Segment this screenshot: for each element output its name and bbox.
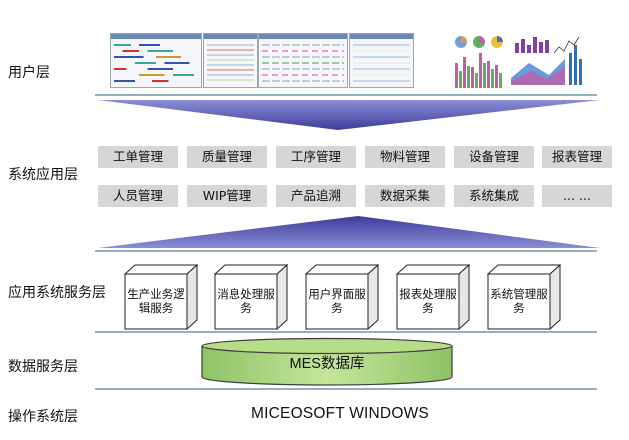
service-system-mgmt: 系统管理服务 <box>487 264 561 330</box>
screenshot-grid <box>258 33 348 88</box>
service-label: 报表处理服务 <box>399 287 457 315</box>
service-report: 报表处理服务 <box>396 264 470 330</box>
service-label: 系统管理服务 <box>490 287 548 315</box>
module-more: ... ... <box>542 185 612 207</box>
service-label: 消息处理服务 <box>217 287 275 315</box>
screenshot-gantt <box>110 33 202 88</box>
screenshot-charts <box>449 33 584 91</box>
layer-label-service: 应用系统服务层 <box>8 285 106 301</box>
module-wip: WIP管理 <box>187 185 267 207</box>
service-message: 消息处理服务 <box>214 264 288 330</box>
service-ui: 用户界面服务 <box>305 264 379 330</box>
divider-service <box>95 331 597 333</box>
service-label: 生产业务逻辑服务 <box>127 287 185 315</box>
layer-label-user: 用户层 <box>8 65 50 81</box>
screenshot-table <box>349 33 414 88</box>
module-quality: 质量管理 <box>187 146 267 168</box>
layer-label-app: 系统应用层 <box>8 167 78 183</box>
service-label: 用户界面服务 <box>308 287 366 315</box>
layer-label-os: 操作系统层 <box>8 409 78 425</box>
database-label: MES数据库 <box>289 356 365 372</box>
module-equipment: 设备管理 <box>454 146 534 168</box>
os-label: MICEOSOFT WINDOWS <box>251 405 429 422</box>
module-personnel: 人员管理 <box>98 185 178 207</box>
down-arrow-triangle <box>98 100 600 130</box>
module-material: 物料管理 <box>365 146 445 168</box>
divider-data <box>95 388 597 390</box>
database-cylinder-icon <box>201 337 453 386</box>
divider-user <box>95 94 597 96</box>
module-process: 工序管理 <box>276 146 356 168</box>
screenshot-form <box>203 33 258 88</box>
module-integration: 系统集成 <box>454 185 534 207</box>
module-work-order: 工单管理 <box>98 146 178 168</box>
module-data-collection: 数据采集 <box>365 185 445 207</box>
service-business-logic: 生产业务逻辑服务 <box>124 264 198 330</box>
divider-app <box>95 250 597 252</box>
module-traceability: 产品追溯 <box>276 185 356 207</box>
layer-label-data: 数据服务层 <box>8 359 78 375</box>
up-arrow-triangle <box>98 216 600 248</box>
module-report: 报表管理 <box>542 146 612 168</box>
